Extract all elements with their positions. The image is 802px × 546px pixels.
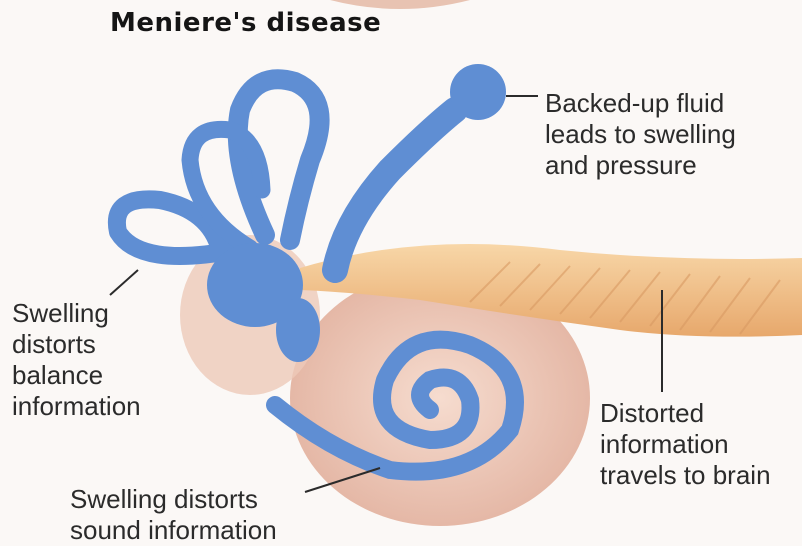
label-sound-information: Swelling distorts sound information [70,484,277,546]
balance-pointer [110,270,138,295]
endolymphatic-sac [450,64,506,120]
utricle [276,298,320,362]
label-balance-information: Swelling distorts balance information [12,298,141,422]
label-travels-to-brain: Distorted information travels to brain [600,398,771,491]
label-backed-up-fluid: Backed-up fluid leads to swelling and pr… [545,88,736,181]
diagram-title: Meniere's disease [110,8,381,38]
labyrinth [117,79,455,270]
